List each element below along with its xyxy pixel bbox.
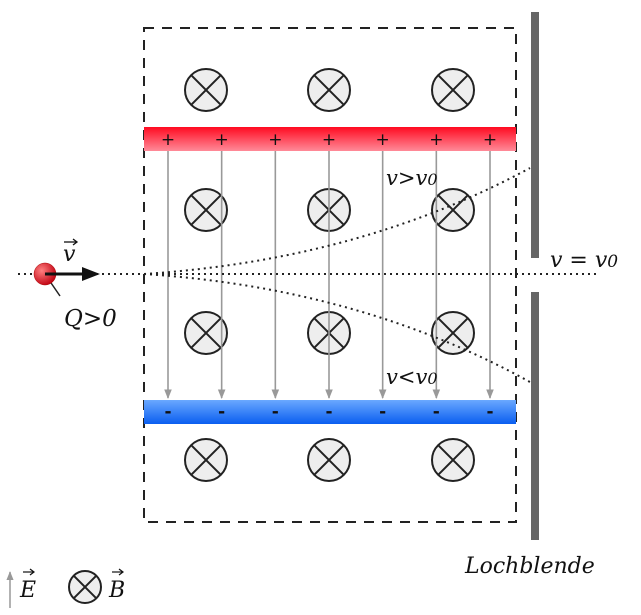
aperture-lower-plate bbox=[531, 292, 539, 540]
aperture-upper-plate bbox=[531, 12, 539, 258]
b-field-into-page-icon bbox=[431, 438, 475, 482]
b-field-into-page-icon bbox=[431, 188, 475, 232]
slower-label: v<v0 bbox=[386, 365, 438, 389]
b-field-into-page-icon bbox=[307, 68, 351, 112]
negative-plate bbox=[144, 400, 516, 424]
positive-plate-signs: + + + + + + + bbox=[161, 130, 497, 150]
b-field-into-page-icon bbox=[184, 188, 228, 232]
negative-sign: - bbox=[433, 402, 440, 422]
velocity-arrow-head bbox=[82, 267, 100, 281]
positive-plate bbox=[144, 127, 516, 151]
legend-e-label: E bbox=[19, 578, 36, 603]
velocity-symbol: v bbox=[63, 242, 76, 267]
equal-velocity-label: v = v0 bbox=[550, 248, 618, 273]
positive-sign: + bbox=[268, 130, 282, 150]
b-field-into-page-icon bbox=[307, 438, 351, 482]
negative-plate-signs: ------- bbox=[164, 402, 493, 422]
b-field-into-page-icon bbox=[184, 311, 228, 355]
b-field-into-page-icon bbox=[184, 68, 228, 112]
negative-sign: - bbox=[272, 402, 279, 422]
positive-sign: + bbox=[376, 130, 390, 150]
negative-sign: - bbox=[164, 402, 171, 422]
velocity-label: v bbox=[63, 238, 79, 267]
positive-sign: + bbox=[429, 130, 443, 150]
charge-label: Q>0 bbox=[64, 306, 117, 332]
legend-b-symbol bbox=[68, 570, 102, 604]
b-field-into-page-icon bbox=[431, 68, 475, 112]
legend-b-label: B bbox=[108, 578, 125, 603]
positive-sign: + bbox=[322, 130, 336, 150]
negative-sign: - bbox=[325, 402, 332, 422]
b-field-into-page-icon bbox=[184, 438, 228, 482]
negative-sign: - bbox=[486, 402, 493, 422]
positive-sign: + bbox=[215, 130, 229, 150]
aperture-label: Lochblende bbox=[464, 554, 595, 579]
negative-sign: - bbox=[379, 402, 386, 422]
positive-sign: + bbox=[161, 130, 175, 150]
positive-sign: + bbox=[483, 130, 497, 150]
b-field-into-page-icon bbox=[431, 311, 475, 355]
faster-label: v>v0 bbox=[386, 166, 438, 190]
negative-sign: - bbox=[218, 402, 225, 422]
legend: E B bbox=[6, 568, 125, 608]
